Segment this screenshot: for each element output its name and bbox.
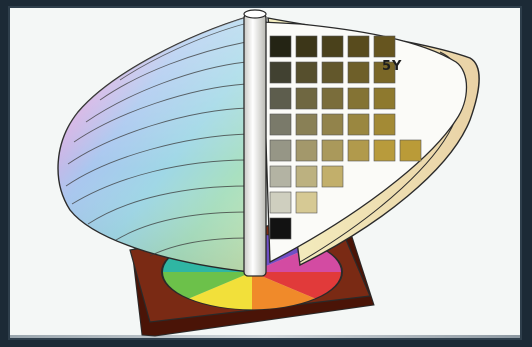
color-swatch [322, 88, 343, 109]
color-swatch [296, 88, 317, 109]
color-swatch [270, 114, 291, 135]
hue-label: 5Y [382, 59, 402, 74]
color-swatch [296, 114, 317, 135]
color-swatch [322, 166, 343, 187]
color-swatch [270, 62, 291, 83]
neutral-axis-pole [244, 10, 266, 276]
color-swatch [296, 36, 317, 57]
color-swatch [348, 88, 369, 109]
color-swatch [270, 166, 291, 187]
color-swatch [270, 88, 291, 109]
color-swatch [322, 140, 343, 161]
color-swatch [296, 140, 317, 161]
color-swatch [348, 36, 369, 57]
color-swatch [374, 114, 395, 135]
color-swatch [296, 62, 317, 83]
color-swatch [348, 114, 369, 135]
color-swatch [348, 62, 369, 83]
color-swatch [270, 36, 291, 57]
color-swatch [270, 192, 291, 213]
color-swatch [374, 88, 395, 109]
color-swatch [374, 36, 395, 57]
color-swatch [374, 140, 395, 161]
color-swatch [270, 218, 291, 239]
color-swatch [296, 192, 317, 213]
color-swatch [400, 140, 421, 161]
color-swatch [296, 166, 317, 187]
color-swatch [322, 62, 343, 83]
color-swatch [270, 140, 291, 161]
color-swatch [348, 140, 369, 161]
color-swatch [322, 114, 343, 135]
color-swatch [322, 36, 343, 57]
